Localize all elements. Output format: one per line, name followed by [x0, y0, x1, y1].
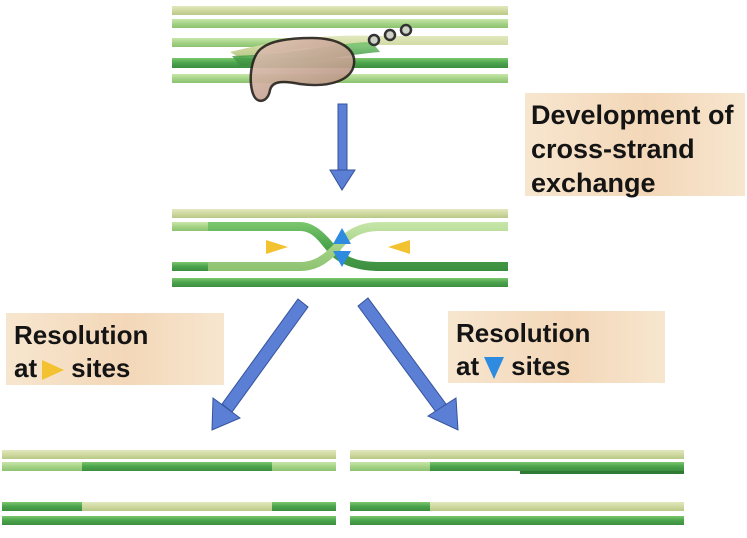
- top-strand-1: [172, 6, 508, 15]
- pr-strand-2-right: [430, 462, 684, 471]
- pr-strand-2-left: [350, 462, 430, 471]
- down-arrow: [329, 103, 356, 191]
- pl-strand-3-left: [2, 502, 82, 511]
- resolution-blue-at: at: [456, 350, 480, 381]
- pr-strand-3-right: [430, 502, 684, 511]
- top-strand-2-left: [172, 19, 238, 28]
- resolution-blue-line-1: Resolution: [456, 318, 591, 348]
- pl-strand-2-mid: [82, 462, 272, 471]
- yellow-triangle-icon: [42, 359, 65, 380]
- resolution-yellow-line-1: Resolution: [14, 320, 149, 350]
- blue-cleavage-sites: [333, 228, 351, 267]
- pr-strand-3-left: [350, 502, 430, 511]
- development-label-line-2: cross-strand: [531, 133, 695, 164]
- pl-strand-2-left: [2, 462, 82, 471]
- bead-icon: [399, 23, 413, 37]
- enzyme-complex: [249, 36, 356, 103]
- blue-triangle-icon: [484, 356, 505, 379]
- hj-strand-2-left: [172, 222, 208, 231]
- pl-strand-4: [2, 516, 336, 525]
- resolution-yellow-label: Resolution at sites: [6, 313, 224, 385]
- blue-triangle-down-icon: [333, 251, 351, 267]
- holliday-junction: [172, 209, 508, 287]
- top-strand-2-right: [238, 19, 508, 28]
- left-diagonal-arrow: [211, 298, 309, 431]
- development-label: Development of cross-strand exchange: [525, 93, 745, 198]
- hj-strand-top: [172, 209, 508, 218]
- pl-strand-3-mid: [82, 502, 272, 511]
- top-strand-3: [172, 38, 292, 47]
- hj-strand-3-left: [172, 262, 208, 271]
- development-label-line-1: Development of: [531, 100, 734, 130]
- hj-strand-bottom: [172, 278, 508, 287]
- resolution-yellow-line-2: at sites: [14, 352, 216, 385]
- pl-strand-2-right: [272, 462, 336, 471]
- resolution-yellow-at: at: [14, 352, 38, 383]
- product-right: [350, 450, 684, 525]
- resolution-blue-sites: sites: [511, 350, 571, 381]
- bead-icon: [383, 28, 397, 42]
- hj-crossing-strand-b: [208, 222, 508, 271]
- resolution-yellow-sites: sites: [71, 352, 131, 383]
- pr-strand-4: [350, 516, 684, 525]
- right-diagonal-arrow: [357, 297, 459, 431]
- development-label-line-3: exchange: [531, 167, 656, 198]
- product-left: [2, 450, 336, 525]
- yellow-triangle-left-icon: [388, 240, 410, 254]
- pr-strand-2-shadow: [520, 471, 684, 474]
- pl-strand-1: [2, 450, 336, 459]
- pl-strand-3-right: [272, 502, 336, 511]
- bead-icon: [367, 33, 381, 47]
- yellow-triangle-right-icon: [266, 240, 288, 254]
- blue-triangle-up-icon: [333, 228, 351, 244]
- hj-crossing-strand-a: [208, 222, 508, 271]
- nucleosome-beads: [367, 23, 413, 47]
- yellow-cleavage-sites: [266, 240, 410, 254]
- pr-strand-1: [350, 450, 684, 459]
